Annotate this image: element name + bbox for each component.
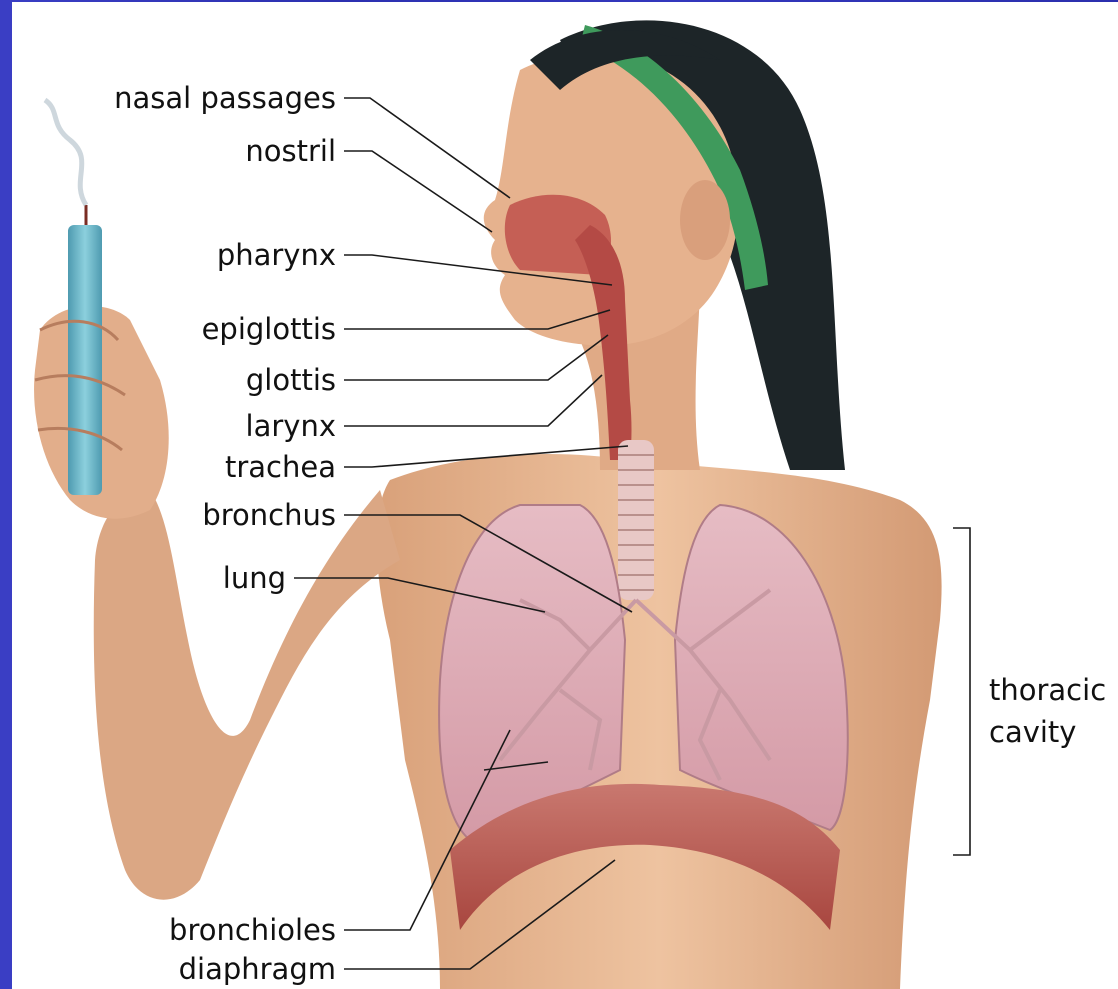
label-epiglottis: epiglottis <box>202 312 336 346</box>
candle <box>68 225 102 495</box>
label-larynx: larynx <box>246 409 336 443</box>
label-bronchioles: bronchioles <box>169 913 336 947</box>
trachea-rings <box>618 440 654 600</box>
ear <box>680 180 730 260</box>
smoke <box>45 100 86 205</box>
label-glottis: glottis <box>246 363 336 397</box>
label-diaphragm: diaphragm <box>179 952 336 986</box>
label-lung: lung <box>223 561 286 595</box>
label-nostril: nostril <box>245 134 336 168</box>
label-bronchus: bronchus <box>202 498 336 532</box>
label-thoracic: thoracic <box>989 673 1106 707</box>
label-pharynx: pharynx <box>217 238 336 272</box>
label-cavity: cavity <box>989 715 1076 749</box>
label-trachea: trachea <box>225 450 336 484</box>
label-nasal-passages: nasal passages <box>114 81 336 115</box>
arm <box>94 490 400 900</box>
